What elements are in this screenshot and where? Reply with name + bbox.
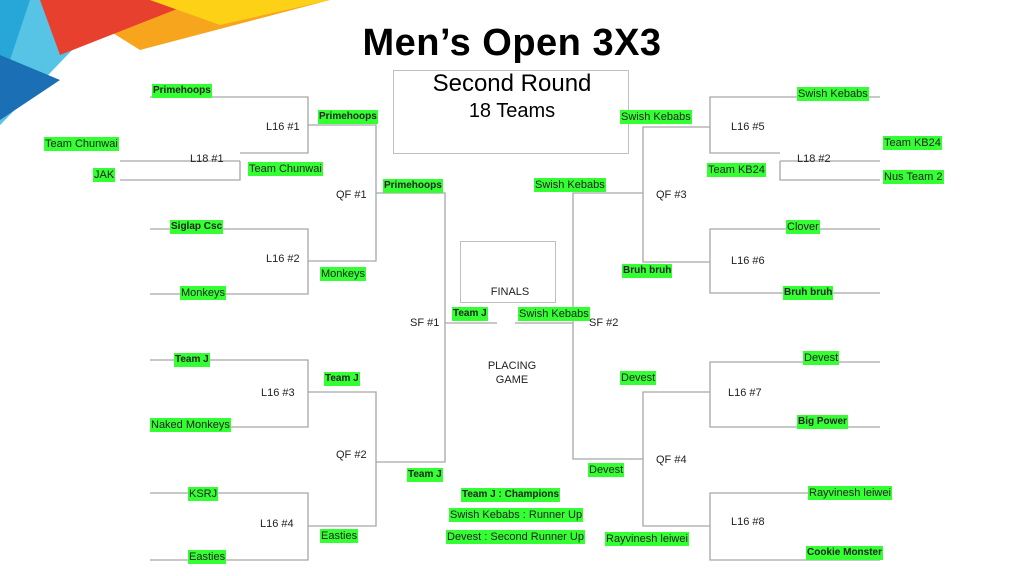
match-label: SF #1	[410, 317, 440, 329]
team-slot: Team Chunwai	[44, 137, 119, 151]
team-slot: Rayvinesh leiwei	[605, 532, 689, 546]
match-label: L18 #2	[797, 153, 831, 165]
team-slot: JAK	[93, 168, 116, 182]
team-slot: Cookie Monster	[806, 546, 884, 560]
team-slot: Team KB24	[883, 136, 942, 150]
bracket-line	[779, 160, 880, 181]
team-slot: Big Power	[797, 415, 848, 429]
bracket-line	[120, 160, 241, 181]
placing-line: GAME	[495, 374, 529, 386]
match-label: L16 #8	[731, 516, 765, 528]
team-slot: Bruh bruh	[783, 286, 834, 300]
team-slot: Monkeys	[320, 267, 367, 281]
match-label: L16 #7	[728, 387, 762, 399]
finalist-left: Team J	[452, 307, 488, 321]
bracket-line	[308, 391, 377, 527]
team-slot: Primehoops	[318, 110, 378, 124]
result-second-runner-up: Devest : Second Runner Up	[446, 530, 585, 544]
team-slot: Team KB24	[707, 163, 766, 177]
match-label: L16 #2	[266, 253, 300, 265]
corner-decoration	[0, 0, 330, 125]
team-slot: Bruh bruh	[622, 264, 673, 278]
team-slot: Swish Kebabs	[620, 110, 692, 124]
team-slot: Naked Monkeys	[150, 418, 231, 432]
match-label: L16 #6	[731, 255, 765, 267]
finals-box	[460, 241, 556, 303]
bracket-line	[709, 492, 880, 561]
teams-count: 18 Teams	[468, 100, 556, 122]
team-slot: Clover	[786, 220, 820, 234]
team-slot: Team J	[324, 372, 360, 386]
team-slot: Nus Team 2	[883, 170, 944, 184]
match-label: L16 #4	[260, 518, 294, 530]
placing-game-label: PLACING GAME	[462, 359, 562, 387]
match-label: SF #2	[589, 317, 619, 329]
team-slot: Devest	[803, 351, 840, 365]
bracket-line	[150, 228, 309, 295]
round-name: Second Round	[432, 70, 592, 97]
match-label: QF #2	[336, 449, 367, 461]
finalist-right: Swish Kebabs	[518, 307, 590, 321]
team-slot: Team J	[174, 353, 210, 367]
team-slot: Monkeys	[180, 286, 227, 300]
team-slot: Devest	[620, 371, 657, 385]
page-title: Men’s Open 3X3	[362, 22, 662, 64]
match-label: L16 #1	[266, 121, 300, 133]
match-label: QF #4	[656, 454, 687, 466]
bracket-line	[709, 361, 880, 428]
placing-line: PLACING	[487, 360, 537, 372]
bracket-line	[376, 192, 446, 463]
match-label: QF #3	[656, 189, 687, 201]
team-slot: Easties	[320, 529, 359, 543]
team-slot: Primehoops	[383, 179, 443, 193]
match-label: L16 #3	[261, 387, 295, 399]
team-slot: Team Chunwai	[248, 162, 323, 176]
team-slot: Primehoops	[152, 84, 212, 98]
team-slot: Swish Kebabs	[534, 178, 606, 192]
bracket-line	[642, 391, 710, 527]
bracket-line	[642, 126, 710, 263]
team-slot: KSRJ	[188, 487, 219, 501]
bracket-line	[150, 492, 309, 561]
match-label: L16 #5	[731, 121, 765, 133]
team-slot: Rayvinesh leiwei	[808, 486, 892, 500]
finals-label: FINALS	[490, 286, 530, 298]
team-slot: Devest	[588, 463, 625, 477]
result-champions: Team J : Champions	[461, 488, 561, 502]
match-label: L18 #1	[190, 153, 224, 165]
team-slot: Easties	[188, 550, 227, 564]
team-slot: Team J	[407, 468, 443, 482]
team-slot: Swish Kebabs	[797, 87, 869, 101]
bracket-line	[709, 96, 880, 154]
result-runner-up: Swish Kebabs : Runner Up	[449, 508, 584, 522]
match-label: QF #1	[336, 189, 367, 201]
bracket-line	[572, 192, 643, 460]
team-slot: Siglap Csc	[170, 220, 224, 234]
